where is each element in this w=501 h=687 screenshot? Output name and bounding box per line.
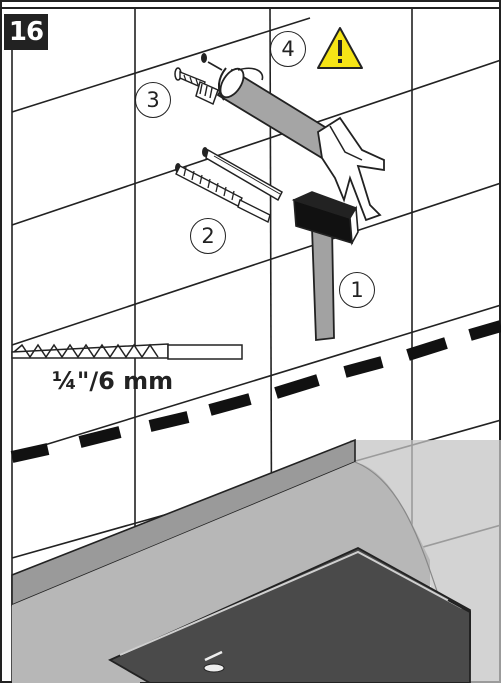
step-number-badge: 16	[4, 14, 48, 50]
drill-size-label: ¼"/6 mm	[52, 367, 174, 395]
warning-triangle-icon	[317, 27, 363, 69]
callout-drill-bit-and-anchor: 2	[190, 218, 226, 254]
hammer-icon	[291, 191, 359, 342]
callout-screw-and-plug: 3	[135, 82, 171, 118]
drill-bit-icon	[11, 343, 243, 360]
marking-line	[10, 320, 501, 463]
callout-sealant-gun: 4	[270, 31, 306, 67]
drill-bit-and-anchor-icon	[175, 147, 283, 224]
sealant-gun-icon	[201, 53, 385, 222]
callout-hammer: 1	[339, 272, 375, 308]
screw-and-plug-icon	[174, 67, 219, 106]
